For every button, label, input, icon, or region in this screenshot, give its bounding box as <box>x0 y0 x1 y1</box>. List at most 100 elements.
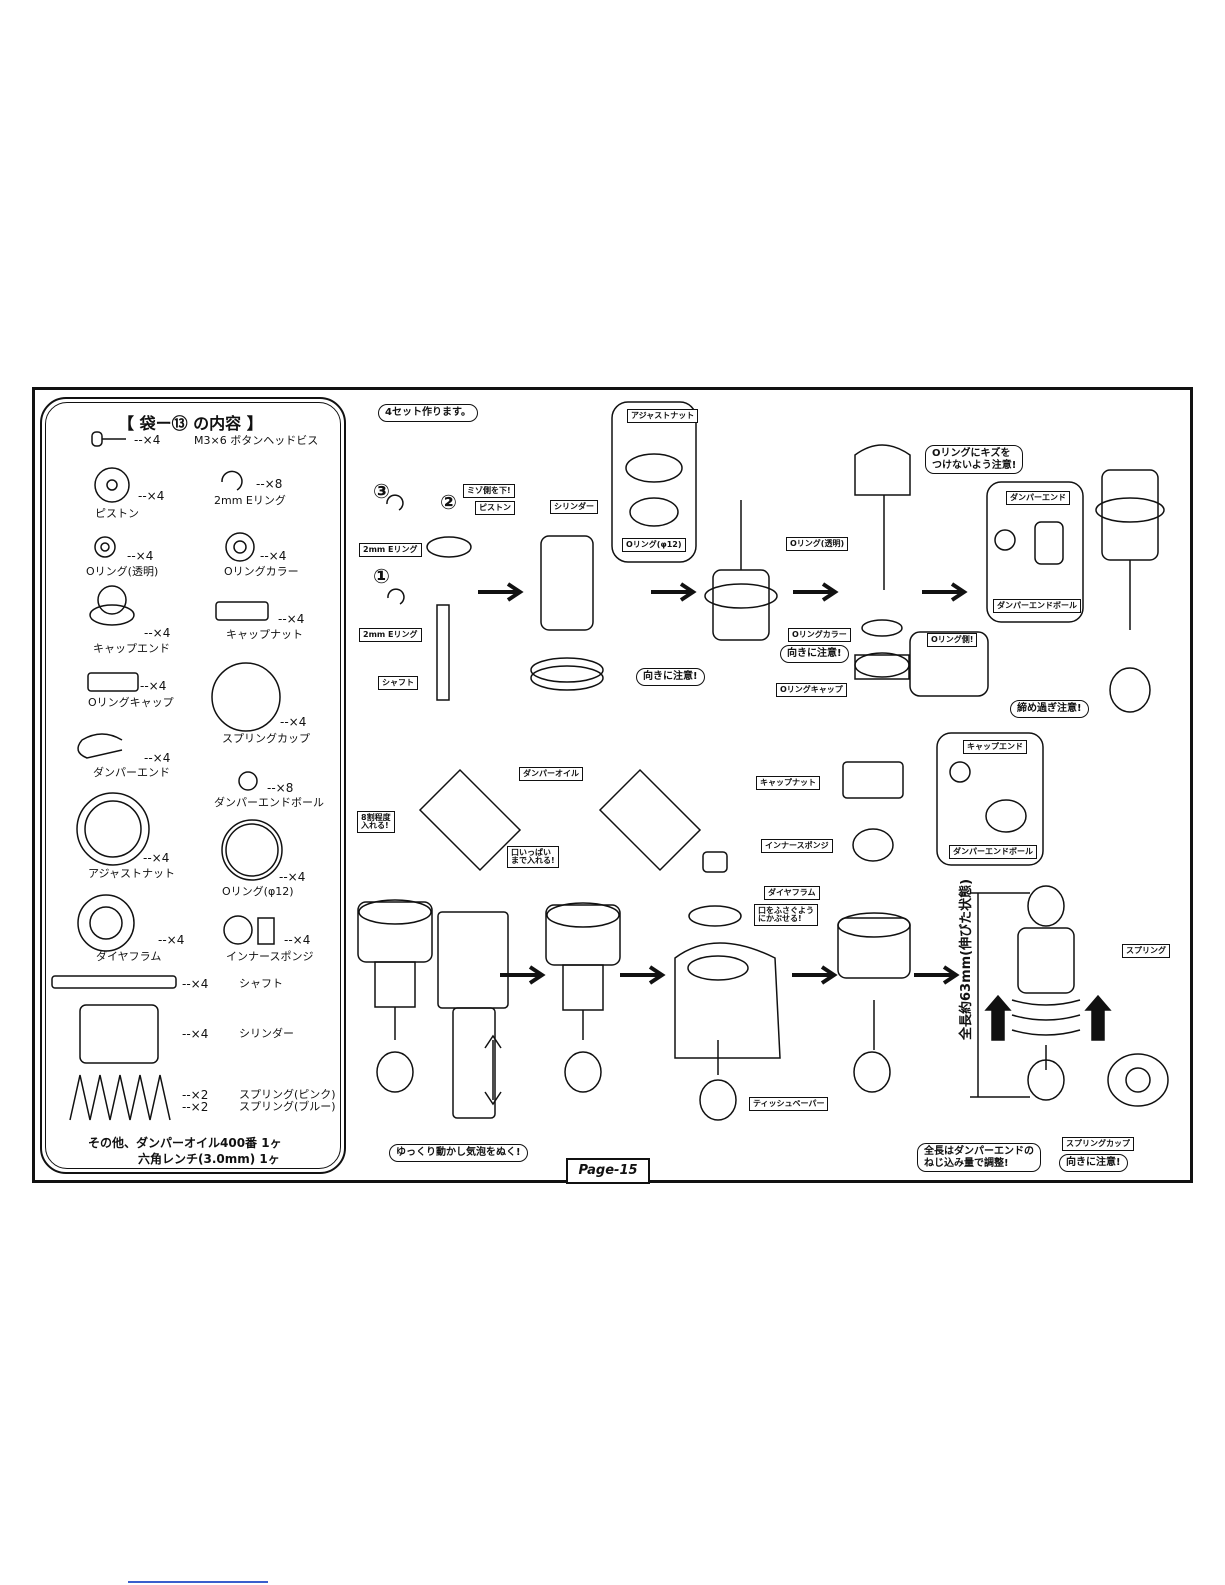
fill-full-line-2: まで入れる! <box>511 856 555 865</box>
length-adjust-label: 全長はダンパーエンドの ねじ込み量で調整! <box>917 1143 1041 1172</box>
page-number-label: Page-15 <box>566 1158 650 1184</box>
watch-direction-label-1: 向きに注意! <box>636 668 705 686</box>
bottom-link-underline[interactable] <box>128 1581 268 1583</box>
fill-full-label: 口いっぱい まで入れる! <box>507 846 559 868</box>
length-adjust-line-1: 全長はダンパーエンドの <box>924 1146 1034 1157</box>
inner-sponge-icon <box>223 915 253 945</box>
total-length-label: 全長約63mm(伸びた状態) <box>959 878 974 1040</box>
piston-icon <box>94 467 130 503</box>
item-spring-blue: スプリング(ブルー) <box>239 1100 336 1113</box>
adjust-nut-icon <box>76 792 150 866</box>
item-spring-cup: スプリングカップ <box>222 732 310 745</box>
qty-cylinder: --×4 <box>182 1027 209 1041</box>
damper-oil-label: ダンパーオイル <box>519 767 583 781</box>
damper-end-label: ダンパーエンド <box>1006 491 1070 505</box>
item-o-ring-clear: Oリング(透明) <box>86 565 159 578</box>
o-ring-12-label: Oリング(φ12) <box>622 538 686 552</box>
qty-damper-end: --×4 <box>144 751 171 765</box>
cap-nut-label: キャップナット <box>756 776 820 790</box>
qty-damper-end-ball: --×8 <box>267 781 294 795</box>
remove-bubbles-label: ゆっくり動かし気泡をぬく! <box>389 1144 528 1162</box>
o-ring-clear-label: Oリング(透明) <box>786 537 849 551</box>
no-scratch-line-1: Oリングにキズを <box>932 448 1011 459</box>
o-ring-collar-label: Oリングカラー <box>788 628 851 642</box>
qty-shaft: --×4 <box>182 977 209 991</box>
damper-end-icon <box>77 733 123 759</box>
o-ring-clear-icon <box>94 536 116 558</box>
parts-footer-note: その他、ダンパーオイル400番 1ヶ 六角レンチ(3.0mm) 1ヶ <box>88 1136 282 1167</box>
item-cylinder: シリンダー <box>239 1027 294 1040</box>
length-adjust-line-2: ねじ込み量で調整! <box>924 1157 1009 1169</box>
qty-o-ring-collar: --×4 <box>260 549 287 563</box>
cylinder-label: シリンダー <box>550 500 598 514</box>
e-ring-icon <box>221 470 243 491</box>
step-number-1: ① <box>373 564 390 588</box>
qty-o-ring-12: --×4 <box>279 870 306 884</box>
o-ring-12-icon <box>221 819 283 881</box>
tissue-label: ティッシュペーパー <box>749 1097 829 1111</box>
o-ring-collar-icon <box>225 532 255 562</box>
item-o-ring-12: Oリング(φ12) <box>222 885 294 898</box>
qty-cap-end: --×4 <box>144 626 171 640</box>
item-damper-end-ball: ダンパーエンドボール <box>214 796 324 809</box>
spring-icon <box>69 1074 171 1121</box>
qty-spring-cup: --×4 <box>280 715 307 729</box>
cover-line-1: 口をふさぐよう <box>758 906 814 915</box>
spring-label: スプリング <box>1122 944 1170 958</box>
item-cap-end: キャップエンド <box>93 642 170 655</box>
no-scratch-label: Oリングにキズを つけないよう注意! <box>925 445 1024 474</box>
damper-end-ball-label-2: ダンパーエンドボール <box>949 845 1037 859</box>
watch-direction-label-2: 向きに注意! <box>780 645 849 663</box>
damper-end-ball-icon <box>238 771 258 791</box>
footer-line-2: 六角レンチ(3.0mm) 1ヶ <box>138 1151 280 1166</box>
no-overtighten-label: 締め過ぎ注意! <box>1010 700 1089 718</box>
item-e-ring: 2mm Eリング <box>214 494 286 507</box>
qty-o-ring-cap: --×4 <box>140 679 167 693</box>
item-o-ring-collar: Oリングカラー <box>224 565 299 578</box>
shaft-icon <box>51 975 177 989</box>
cap-nut-icon <box>215 601 269 621</box>
qty-spring-blue: --×2 <box>182 1100 209 1114</box>
qty-o-ring-clear: --×4 <box>127 549 154 563</box>
item-cap-nut: キャップナット <box>226 628 303 641</box>
groove-down-label: ミゾ側を下! <box>463 484 515 498</box>
button-head-screw-icon <box>91 431 103 447</box>
o-ring-cap-label: Oリングキャップ <box>776 683 847 697</box>
step-number-3: ③ <box>373 479 390 503</box>
parts-list-panel-inner <box>45 402 341 1169</box>
qty-spring-pink: --×2 <box>182 1088 209 1102</box>
parts-list-panel <box>40 397 346 1174</box>
qty-cap-nut: --×4 <box>278 612 305 626</box>
inner-sponge-label: インナースポンジ <box>761 839 833 853</box>
qty-diaphragm: --×4 <box>158 933 185 947</box>
cylinder-icon <box>79 1004 159 1064</box>
cover-line-2: にかぶせる! <box>758 914 802 923</box>
fill-80-label: 8割程度 入れる! <box>357 811 395 833</box>
footer-line-1: その他、ダンパーオイル400番 1ヶ <box>88 1136 282 1150</box>
e-ring-label-b: 2mm Eリング <box>359 628 422 642</box>
shaft-illustration <box>436 604 450 701</box>
cap-end-icon <box>89 604 135 626</box>
no-scratch-line-2: つけないよう注意! <box>932 459 1017 471</box>
o-ring-cap-icon <box>87 672 139 692</box>
diaphragm-label: ダイヤフラム <box>764 886 820 900</box>
fill-80-line-2: 入れる! <box>361 821 389 830</box>
parts-list-title: 【 袋ー⑬ の内容 】 <box>118 414 263 433</box>
watch-direction-label-3: 向きに注意! <box>1059 1154 1128 1172</box>
piston-label: ピストン <box>475 501 515 515</box>
item-diaphragm: ダイヤフラム <box>96 950 162 963</box>
item-damper-end: ダンパーエンド <box>93 766 170 779</box>
piston-illustration <box>426 536 472 558</box>
cover-label: 口をふさぐよう にかぶせる! <box>754 904 818 926</box>
item-screw: M3×6 ボタンヘッドビス <box>194 434 319 447</box>
spring-cup-label: スプリングカップ <box>1062 1137 1134 1151</box>
cap-end-label: キャップエンド <box>963 740 1027 754</box>
make-four-label: 4セット作ります。 <box>378 404 478 422</box>
item-spring-pink: スプリング(ピンク) <box>239 1088 336 1101</box>
qty-adjust-nut: --×4 <box>143 851 170 865</box>
diaphragm-icon <box>77 894 135 952</box>
adjust-nut-label: アジャストナット <box>627 409 699 423</box>
step-number-2: ② <box>440 490 457 514</box>
qty-piston: --×4 <box>138 489 165 503</box>
